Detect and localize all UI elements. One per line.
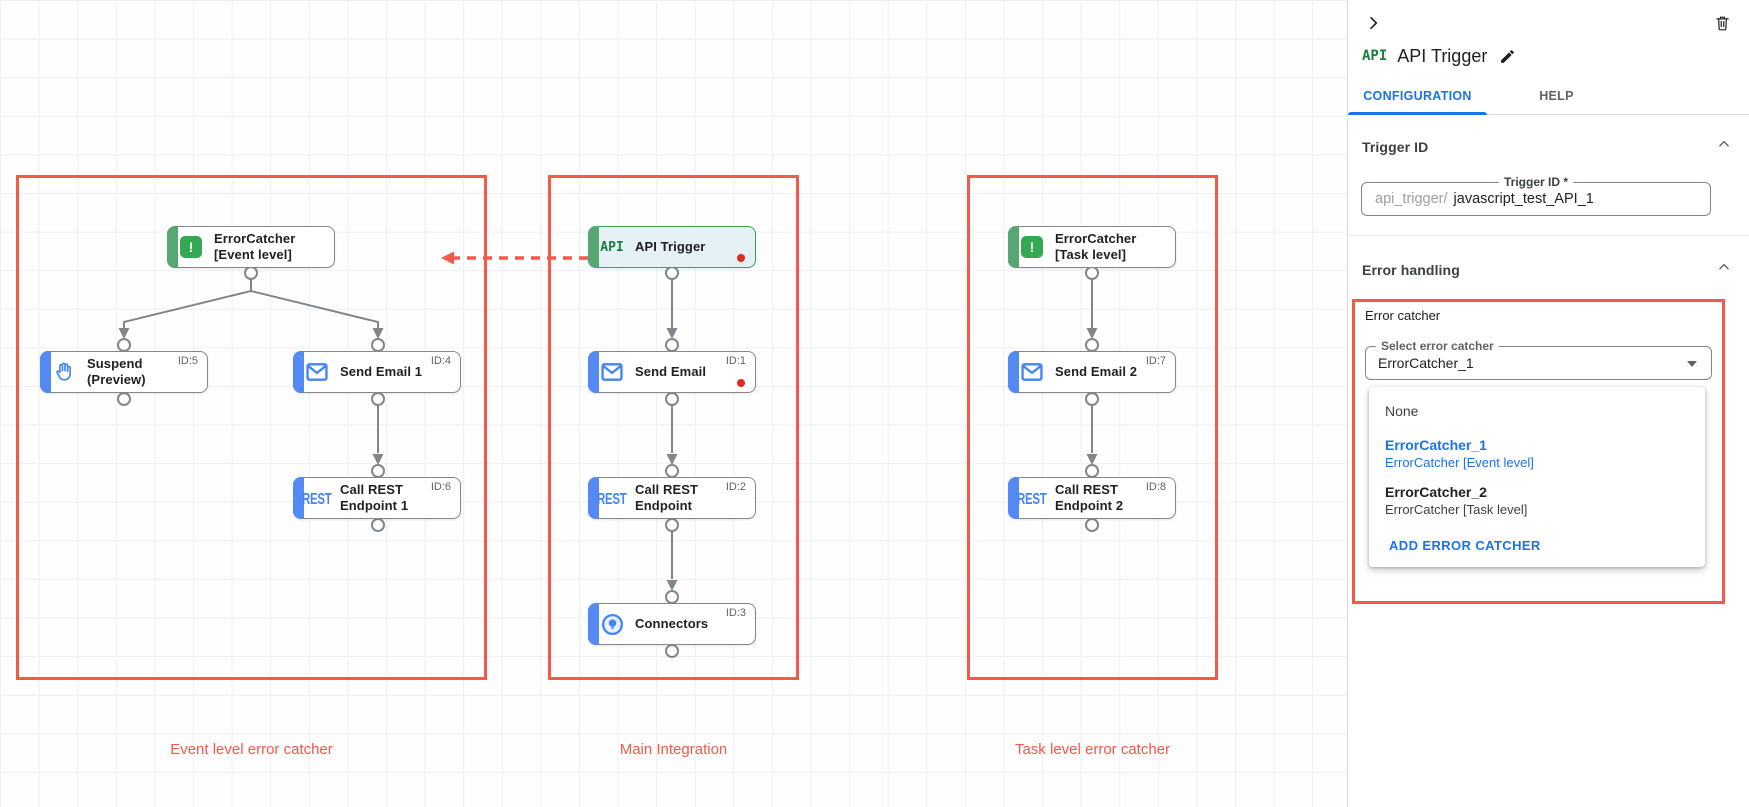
node-accent-bar bbox=[1008, 226, 1019, 268]
error-catcher-icon: ! bbox=[1009, 236, 1055, 258]
node-accent-bar bbox=[1008, 351, 1019, 393]
select-error-catcher[interactable]: Select error catcher ErrorCatcher_1 bbox=[1365, 339, 1712, 380]
node-id: ID:2 bbox=[725, 481, 746, 493]
select-error-catcher-value: ErrorCatcher_1 bbox=[1378, 355, 1474, 371]
api-icon: API bbox=[600, 239, 624, 255]
node-id: ID:7 bbox=[1145, 355, 1166, 367]
hand-icon bbox=[41, 361, 87, 383]
node-accent-bar bbox=[1008, 477, 1019, 519]
node-accent-bar bbox=[588, 351, 599, 393]
trigger-id-value[interactable]: javascript_test_API_1 bbox=[1453, 191, 1594, 207]
select-error-catcher-label: Select error catcher bbox=[1376, 339, 1499, 353]
node-api-trigger[interactable]: API API Trigger bbox=[588, 226, 756, 268]
connector-icon bbox=[589, 613, 635, 636]
event-level-group-box bbox=[16, 175, 487, 680]
node-label: Send Email 2 bbox=[1055, 364, 1138, 380]
node-label: Send Email bbox=[635, 364, 707, 380]
trigger-id-field[interactable]: Trigger ID * api_trigger/ javascript_tes… bbox=[1361, 175, 1711, 216]
error-link-arrow bbox=[441, 251, 588, 265]
node-accent-bar bbox=[293, 477, 304, 519]
node-id: ID:8 bbox=[1145, 481, 1166, 493]
panel-tabs: CONFIGURATION HELP bbox=[1348, 80, 1749, 115]
tab-configuration[interactable]: CONFIGURATION bbox=[1348, 80, 1487, 115]
node-label: ErrorCatcher[Task level] bbox=[1055, 231, 1137, 262]
caption-event-level: Event level error catcher bbox=[170, 741, 333, 758]
node-connectors[interactable]: Connectors ID:3 bbox=[588, 603, 756, 645]
node-id: ID:4 bbox=[430, 355, 451, 367]
rest-icon: REST bbox=[302, 489, 332, 507]
add-error-catcher-button[interactable]: ADD ERROR CATCHER bbox=[1389, 538, 1541, 553]
node-suspend[interactable]: Suspend(Preview) ID:5 bbox=[40, 351, 208, 393]
rest-icon: REST bbox=[597, 489, 627, 507]
node-errorcatcher-event[interactable]: ! ErrorCatcher[Event level] bbox=[167, 226, 335, 268]
node-accent-bar bbox=[588, 226, 599, 268]
error-handling-section-heading: Error handling bbox=[1362, 261, 1460, 278]
error-catcher-icon: ! bbox=[168, 236, 214, 258]
node-send-email[interactable]: Send Email ID:1 bbox=[588, 351, 756, 393]
menu-item-errorcatcher-1[interactable]: ErrorCatcher_1 ErrorCatcher [Event level… bbox=[1385, 437, 1534, 470]
node-label: ErrorCatcher[Event level] bbox=[214, 231, 296, 262]
integration-canvas[interactable]: ! ErrorCatcher[Event level] Suspend(Prev… bbox=[0, 0, 1347, 807]
mail-icon bbox=[1009, 363, 1055, 381]
tab-help[interactable]: HELP bbox=[1539, 89, 1574, 103]
edit-title-icon[interactable] bbox=[1497, 46, 1518, 67]
error-dot bbox=[737, 379, 745, 387]
node-id: ID:3 bbox=[725, 607, 746, 619]
rest-icon: REST bbox=[1017, 489, 1047, 507]
config-panel: API API Trigger CONFIGURATION HELP Trigg… bbox=[1347, 0, 1749, 807]
node-accent-bar bbox=[293, 351, 304, 393]
collapse-panel-icon[interactable] bbox=[1363, 13, 1383, 33]
delete-trigger-icon[interactable] bbox=[1712, 12, 1733, 34]
task-level-group-box bbox=[967, 175, 1218, 680]
node-accent-bar bbox=[588, 477, 599, 519]
node-id: ID:5 bbox=[177, 355, 198, 367]
main-integration-group-box bbox=[548, 175, 799, 680]
mail-icon bbox=[294, 363, 340, 381]
caption-task-level: Task level error catcher bbox=[1014, 741, 1171, 758]
dropdown-caret-icon[interactable] bbox=[1687, 361, 1697, 367]
menu-item-errorcatcher-2[interactable]: ErrorCatcher_2 ErrorCatcher [Task level] bbox=[1385, 484, 1528, 517]
error-catcher-highlight-box: Error catcher Select error catcher Error… bbox=[1352, 299, 1725, 604]
trigger-id-field-label: Trigger ID * bbox=[1498, 175, 1574, 189]
api-trigger-badge-icon: API bbox=[1362, 48, 1388, 64]
collapse-section-icon[interactable] bbox=[1717, 260, 1731, 279]
node-id: ID:1 bbox=[725, 355, 746, 367]
error-dot bbox=[737, 254, 745, 262]
connector-lines bbox=[117, 251, 1099, 658]
node-label: Send Email 1 bbox=[340, 364, 423, 380]
error-catcher-dropdown-menu: None ErrorCatcher_1 ErrorCatcher [Event … bbox=[1369, 387, 1705, 567]
node-accent-bar bbox=[167, 226, 178, 268]
trigger-id-prefix: api_trigger/ bbox=[1375, 191, 1448, 207]
node-label: Suspend(Preview) bbox=[87, 356, 146, 387]
error-catcher-label: Error catcher bbox=[1365, 308, 1441, 323]
node-label: API Trigger bbox=[635, 239, 706, 255]
menu-item-none[interactable]: None bbox=[1385, 403, 1419, 419]
trigger-id-section-heading: Trigger ID bbox=[1362, 138, 1429, 155]
node-send-email-2[interactable]: Send Email 2 ID:7 bbox=[1008, 351, 1176, 393]
section-divider bbox=[1348, 235, 1749, 236]
node-label: Connectors bbox=[635, 616, 709, 632]
node-id: ID:6 bbox=[430, 481, 451, 493]
mail-icon bbox=[589, 363, 635, 381]
node-errorcatcher-task[interactable]: ! ErrorCatcher[Task level] bbox=[1008, 226, 1176, 268]
caption-main-integration: Main Integration bbox=[619, 741, 728, 758]
node-accent-bar bbox=[588, 603, 599, 645]
node-send-email-1[interactable]: Send Email 1 ID:4 bbox=[293, 351, 461, 393]
panel-title: API Trigger bbox=[1397, 45, 1488, 66]
collapse-section-icon[interactable] bbox=[1717, 137, 1731, 156]
node-accent-bar bbox=[40, 351, 51, 393]
